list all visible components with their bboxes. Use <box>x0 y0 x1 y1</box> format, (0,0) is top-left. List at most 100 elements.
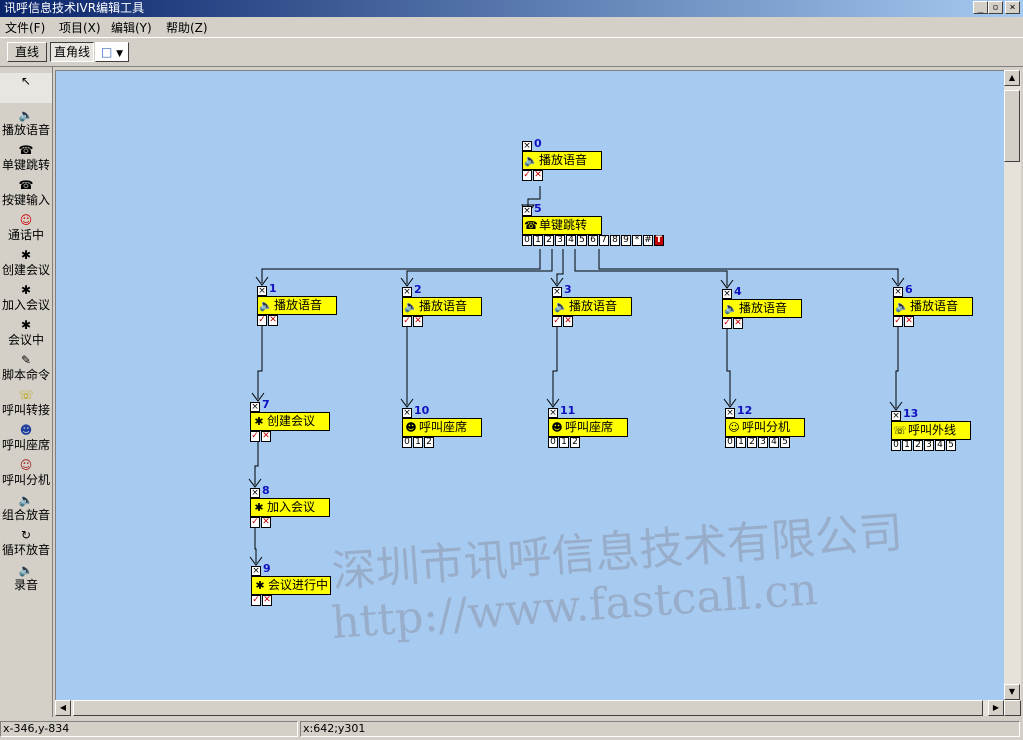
menu-project[interactable]: 项目(X) <box>59 21 101 35</box>
node-output-port[interactable]: ✓ <box>893 316 903 327</box>
node-input-port[interactable]: × <box>548 408 558 418</box>
node-output-port[interactable]: 1 <box>533 235 543 246</box>
horizontal-scrollbar[interactable]: ◀ ▶ <box>55 700 1004 716</box>
node-output-port[interactable]: ✕ <box>733 318 743 329</box>
node-output-port[interactable]: 2 <box>913 440 923 451</box>
minimize-button[interactable]: _ <box>973 1 988 14</box>
node-output-port[interactable]: 1 <box>736 437 746 448</box>
node-output-port[interactable]: 1 <box>902 440 912 451</box>
node-output-port[interactable]: ✓ <box>522 170 532 181</box>
node-input-port[interactable]: × <box>891 411 901 421</box>
node-output-port[interactable]: 6 <box>588 235 598 246</box>
node-output-port[interactable]: ✕ <box>261 517 271 528</box>
node-input-port[interactable]: × <box>522 141 532 151</box>
node-input-port[interactable]: × <box>402 408 412 418</box>
palette-call-ext[interactable]: ☺呼叫分机 <box>0 457 52 487</box>
vertical-scrollbar[interactable]: ▲ ▼ <box>1004 70 1021 700</box>
palette-call-agent[interactable]: ☻呼叫座席 <box>0 422 52 452</box>
menu-file[interactable]: 文件(F) <box>5 21 46 35</box>
node-output-port[interactable]: 0 <box>522 235 532 246</box>
node-input-port[interactable]: × <box>893 287 903 297</box>
node-output-port[interactable]: 4 <box>935 440 945 451</box>
maximize-button[interactable]: ▫ <box>988 1 1003 14</box>
palette-transfer[interactable]: ☏呼叫转接 <box>0 387 52 417</box>
node-input-port[interactable]: × <box>402 287 412 297</box>
node-output-port[interactable]: 3 <box>555 235 565 246</box>
node-output-port[interactable]: ✓ <box>257 315 267 326</box>
palette-in-conf[interactable]: ✱会议中 <box>0 317 52 347</box>
node-output-port[interactable]: 2 <box>544 235 554 246</box>
node-body[interactable]: 🔈播放语音 <box>522 151 602 170</box>
node-output-port[interactable]: 9 <box>621 235 631 246</box>
node-input-port[interactable]: × <box>250 488 260 498</box>
node-output-port[interactable]: 0 <box>725 437 735 448</box>
node-body[interactable]: ☏呼叫外线 <box>891 421 971 440</box>
node-output-port[interactable]: 8 <box>610 235 620 246</box>
palette-key-input[interactable]: ☎按键输入 <box>0 177 52 207</box>
node-output-port[interactable]: 0 <box>402 437 412 448</box>
node-body[interactable]: ☎单键跳转 <box>522 216 602 235</box>
scroll-right-button[interactable]: ▶ <box>988 700 1004 716</box>
node-output-port[interactable]: ✕ <box>413 316 423 327</box>
close-button[interactable]: × <box>1005 1 1020 14</box>
line-style-dropdown[interactable]: □ ▼ <box>95 42 129 62</box>
node-output-port[interactable]: 7 <box>599 235 609 246</box>
node-body[interactable]: 🔈播放语音 <box>552 297 632 316</box>
node-input-port[interactable]: × <box>251 566 261 576</box>
node-input-port[interactable]: × <box>250 402 260 412</box>
node-input-port[interactable]: × <box>722 289 732 299</box>
node-output-port[interactable]: 5 <box>946 440 956 451</box>
straight-line-button[interactable]: 直线 <box>7 42 47 62</box>
palette-loop-play[interactable]: ↻循环放音 <box>0 527 52 557</box>
palette-in-call[interactable]: ☺通话中 <box>0 212 52 242</box>
node-output-port[interactable]: ✓ <box>552 316 562 327</box>
palette-script[interactable]: ✎脚本命令 <box>0 352 52 382</box>
palette-single-key[interactable]: ☎单键跳转 <box>0 142 52 172</box>
node-body[interactable]: 🔈播放语音 <box>402 297 482 316</box>
node-body[interactable]: ✱加入会议 <box>250 498 330 517</box>
palette-record[interactable]: 🔈录音 <box>0 562 52 592</box>
node-body[interactable]: 🔈播放语音 <box>893 297 973 316</box>
node-output-port[interactable]: 2 <box>747 437 757 448</box>
node-output-port[interactable]: 3 <box>924 440 934 451</box>
menu-help[interactable]: 帮助(Z) <box>166 21 208 35</box>
node-output-port[interactable]: 0 <box>891 440 901 451</box>
scroll-down-button[interactable]: ▼ <box>1004 684 1020 700</box>
node-output-port[interactable]: 3 <box>758 437 768 448</box>
node-input-port[interactable]: × <box>725 408 735 418</box>
node-output-port[interactable]: 1 <box>413 437 423 448</box>
node-output-port[interactable]: ✕ <box>904 316 914 327</box>
node-input-port[interactable]: × <box>522 206 532 216</box>
scroll-left-button[interactable]: ◀ <box>55 700 71 716</box>
node-body[interactable]: ☺呼叫分机 <box>725 418 805 437</box>
node-output-port[interactable]: 1 <box>559 437 569 448</box>
right-angle-line-button[interactable]: 直角线 <box>50 42 94 62</box>
palette-pointer[interactable]: ↖ <box>0 73 52 103</box>
node-output-port[interactable]: ✓ <box>250 431 260 442</box>
node-output-port[interactable]: ✕ <box>268 315 278 326</box>
node-body[interactable]: ☻呼叫座席 <box>402 418 482 437</box>
node-output-port[interactable]: ✓ <box>251 595 261 606</box>
node-body[interactable]: ✱创建会议 <box>250 412 330 431</box>
node-output-port[interactable]: ✓ <box>250 517 260 528</box>
palette-play-voice[interactable]: 🔈播放语音 <box>0 107 52 137</box>
node-output-port[interactable]: 2 <box>570 437 580 448</box>
node-body[interactable]: 🔈播放语音 <box>722 299 802 318</box>
palette-join-conf[interactable]: ✱加入会议 <box>0 282 52 312</box>
node-input-port[interactable]: × <box>257 286 267 296</box>
node-output-port[interactable]: # <box>643 235 653 246</box>
node-output-port[interactable]: ✕ <box>262 595 272 606</box>
node-body[interactable]: ☻呼叫座席 <box>548 418 628 437</box>
menu-edit[interactable]: 编辑(Y) <box>111 21 152 35</box>
palette-create-conf[interactable]: ✱创建会议 <box>0 247 52 277</box>
node-output-port[interactable]: 0 <box>548 437 558 448</box>
scroll-thumb-vertical[interactable] <box>1004 90 1020 162</box>
node-output-port[interactable]: * <box>632 235 642 246</box>
node-output-port[interactable]: 4 <box>566 235 576 246</box>
node-output-port[interactable]: 5 <box>577 235 587 246</box>
node-output-port[interactable]: ✓ <box>722 318 732 329</box>
scroll-thumb-horizontal[interactable] <box>73 700 983 716</box>
node-input-port[interactable]: × <box>552 287 562 297</box>
flow-canvas[interactable]: 深圳市讯呼信息技术有限公司 http://www.fastcall.cn ×0🔈… <box>55 70 1006 702</box>
node-output-port[interactable]: 5 <box>780 437 790 448</box>
